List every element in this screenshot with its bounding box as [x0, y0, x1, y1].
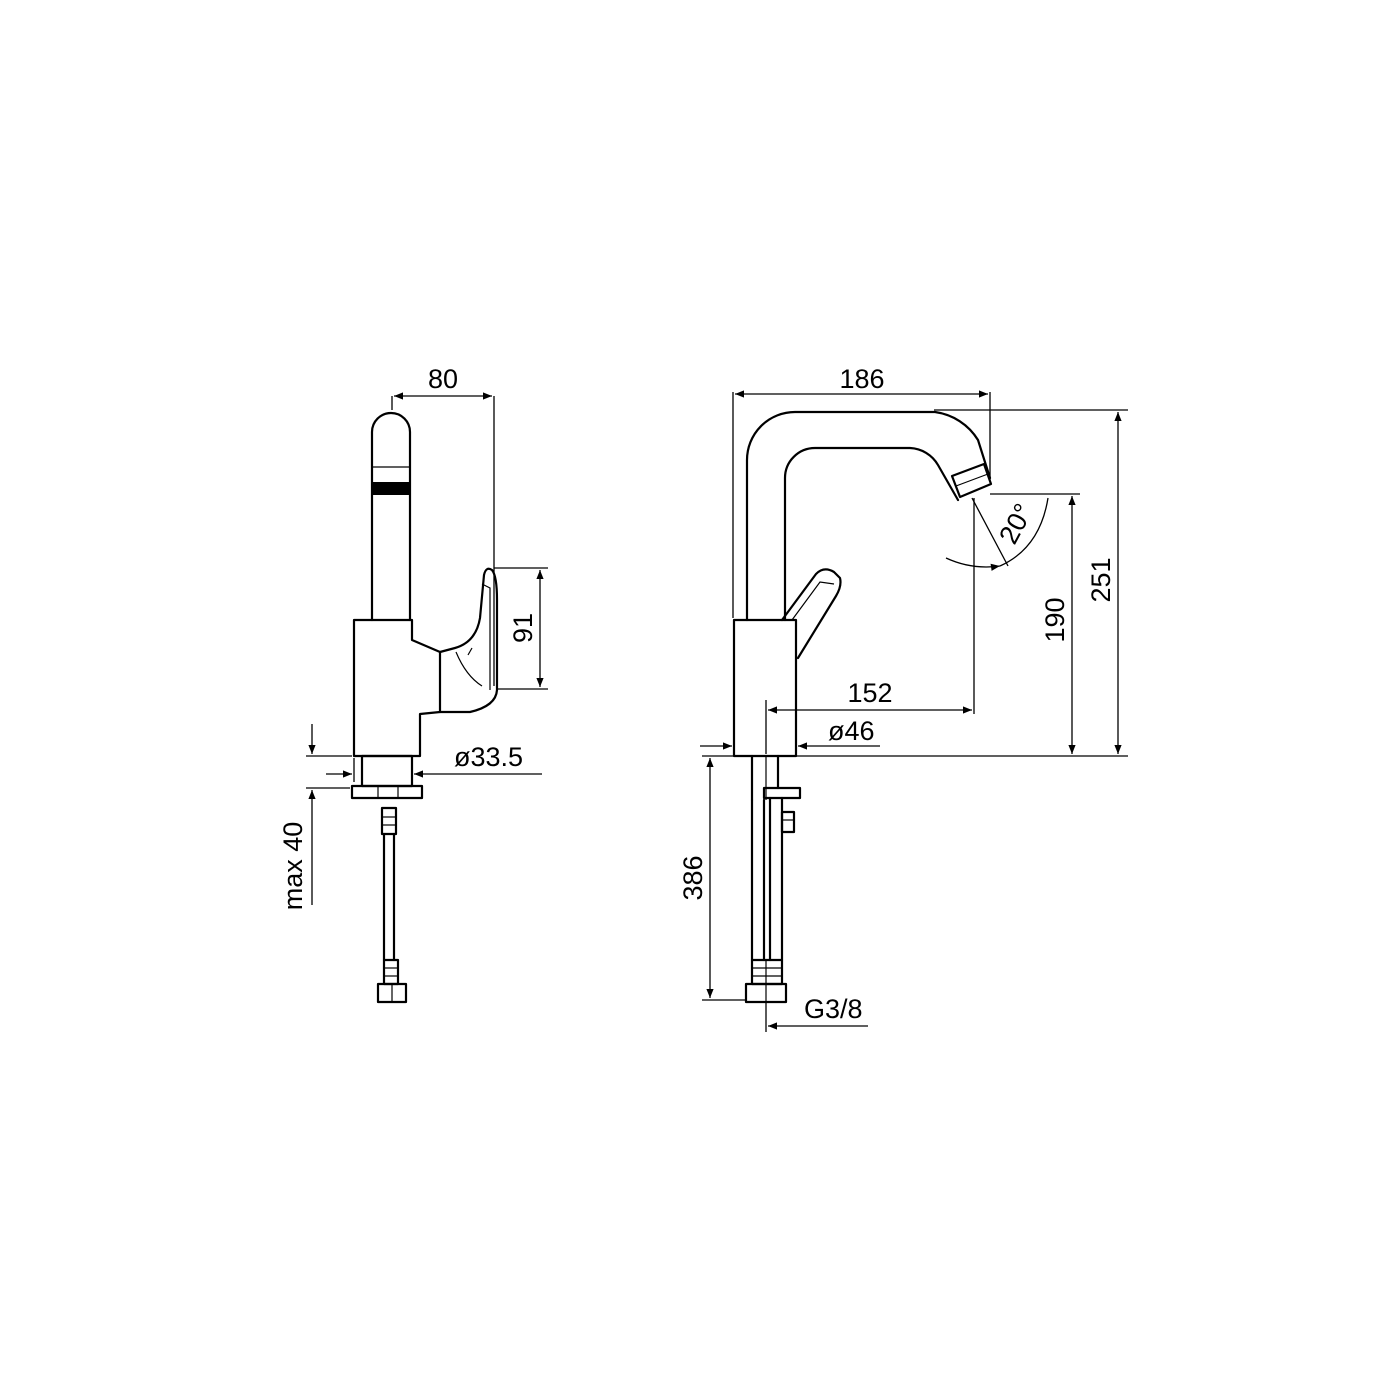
dim-front-reach-label: 152	[847, 678, 892, 708]
dim-front-connection-label: G3/8	[804, 994, 863, 1024]
dim-side-width-label: 80	[428, 364, 458, 394]
dim-front-width-label: 186	[839, 364, 884, 394]
dim-side-max-thickness-label: max 40	[278, 822, 308, 911]
side-view: 80 91 ø33.5 max 40	[278, 364, 548, 1004]
dim-front-total-height: 251	[934, 409, 1128, 754]
front-view: 186 251 190 152 ø46	[678, 364, 1128, 1032]
front-body	[732, 618, 798, 758]
side-body	[352, 618, 442, 758]
dim-front-base-diameter-label: ø46	[828, 716, 875, 746]
front-washer	[762, 786, 802, 800]
dim-front-outlet-height: 190	[990, 493, 1080, 754]
side-shank	[360, 754, 414, 788]
dim-side-max-thickness: max 40	[278, 724, 352, 910]
side-hose-nut	[380, 806, 398, 836]
dim-side-lever-height-label: 91	[508, 613, 538, 643]
side-connector	[382, 958, 400, 986]
dim-front-total-height-label: 251	[1086, 557, 1116, 602]
side-washer	[350, 784, 424, 800]
side-hose	[382, 832, 396, 962]
front-aerator	[950, 462, 993, 499]
dim-front-connection: G3/8	[765, 994, 868, 1032]
side-lever	[438, 567, 499, 714]
dim-side-width: 80	[391, 364, 495, 686]
dim-front-base-diameter: ø46	[700, 716, 880, 750]
dim-side-lever-height: 91	[494, 567, 548, 690]
dim-front-hose-length-label: 386	[678, 855, 708, 900]
side-aerator	[372, 482, 410, 495]
front-shank	[750, 754, 780, 802]
dim-front-hose-length: 386	[678, 755, 746, 1001]
dim-front-reach: 152	[765, 498, 975, 754]
dim-front-swivel-angle: 20°	[945, 497, 1049, 571]
front-lever	[780, 568, 842, 660]
front-hoses	[750, 796, 784, 962]
dim-side-hole-diameter: ø33.5	[326, 742, 542, 782]
dim-front-swivel-angle-label: 20°	[993, 499, 1039, 549]
side-spout	[370, 411, 412, 622]
front-spout	[745, 410, 992, 622]
dim-front-width: 186	[732, 364, 991, 618]
dim-side-hole-diameter-label: ø33.5	[454, 742, 523, 772]
dim-front-outlet-height-label: 190	[1040, 597, 1070, 642]
